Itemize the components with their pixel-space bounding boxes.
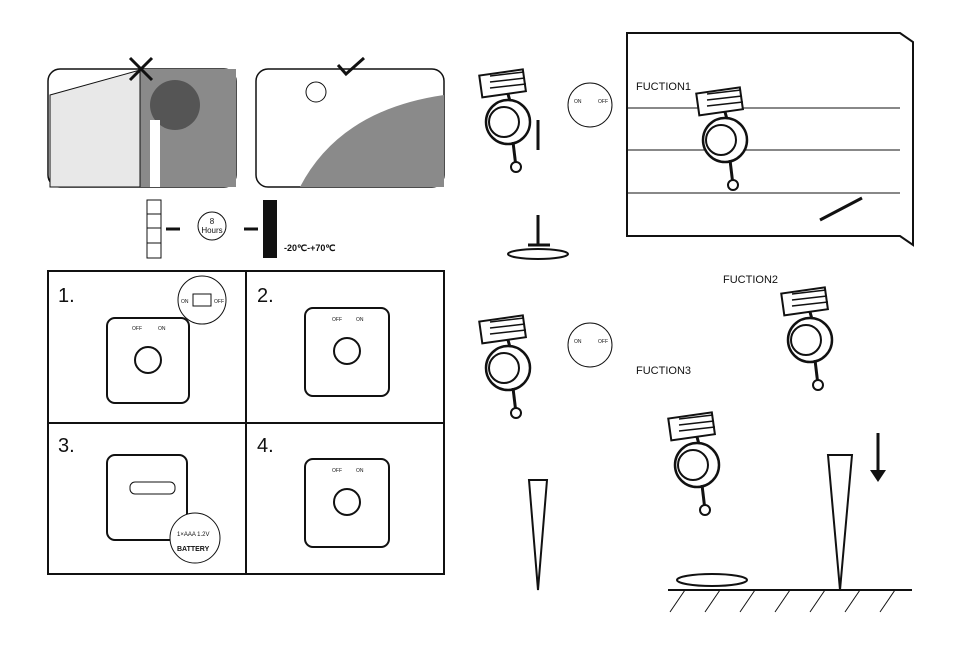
switch-off-label: OFF (214, 299, 224, 305)
function1-label: FUCTION1 (636, 81, 691, 93)
steps-grid: 1. 2. 3. 4. OFF ON ON OFF OFF ON 1×AAA 1… (47, 270, 445, 575)
charging-row: 8 Hours -20℃-+70℃ (146, 199, 336, 259)
battery-callout (169, 512, 221, 564)
switch-off-label: OFF (332, 468, 342, 474)
temperature-range: -20℃-+70℃ (284, 243, 336, 253)
battery-icon (129, 481, 176, 495)
sun-hours-value: 8 (210, 217, 215, 226)
step-number: 2. (257, 285, 274, 307)
switch-off-label: OFF (332, 317, 342, 323)
switch-on-label: ON (356, 317, 364, 323)
switch-on-label: ON (574, 339, 582, 345)
switch-on-label: ON (356, 468, 364, 474)
step-number: 4. (257, 435, 274, 457)
sun-icon (305, 81, 327, 103)
mount-ground: FUCTION2 FUCTION3 (636, 274, 912, 613)
mount-base-assembly: ON OFF (477, 67, 613, 260)
switch-on-label: ON (181, 299, 189, 305)
check-icon (336, 56, 365, 77)
switch-off-label: OFF (598, 339, 608, 345)
step-number: 1. (58, 285, 75, 307)
arrow-icon (819, 196, 863, 222)
function3-label: FUCTION3 (636, 365, 691, 377)
battery-spec: 1×AAA 1.2V (177, 532, 210, 538)
mount-stake-assembly: ON OFF (477, 313, 613, 591)
switch-on-label: ON (574, 99, 582, 105)
cross-icon (128, 56, 154, 82)
step-number: 3. (58, 435, 75, 457)
switch-off-label: OFF (132, 326, 142, 332)
battery-label: BATTERY (177, 546, 210, 553)
mount-wall: FUCTION1 (626, 32, 914, 247)
switch-off-label: OFF (598, 99, 608, 105)
sun-hours-unit: Hours (201, 226, 222, 235)
sun-icon (197, 211, 227, 241)
scene-wrong (47, 56, 237, 188)
function2-label: FUCTION2 (723, 274, 778, 286)
full-battery-icon (263, 200, 277, 258)
switch-on-label: ON (158, 326, 166, 332)
scene-correct (255, 56, 445, 188)
